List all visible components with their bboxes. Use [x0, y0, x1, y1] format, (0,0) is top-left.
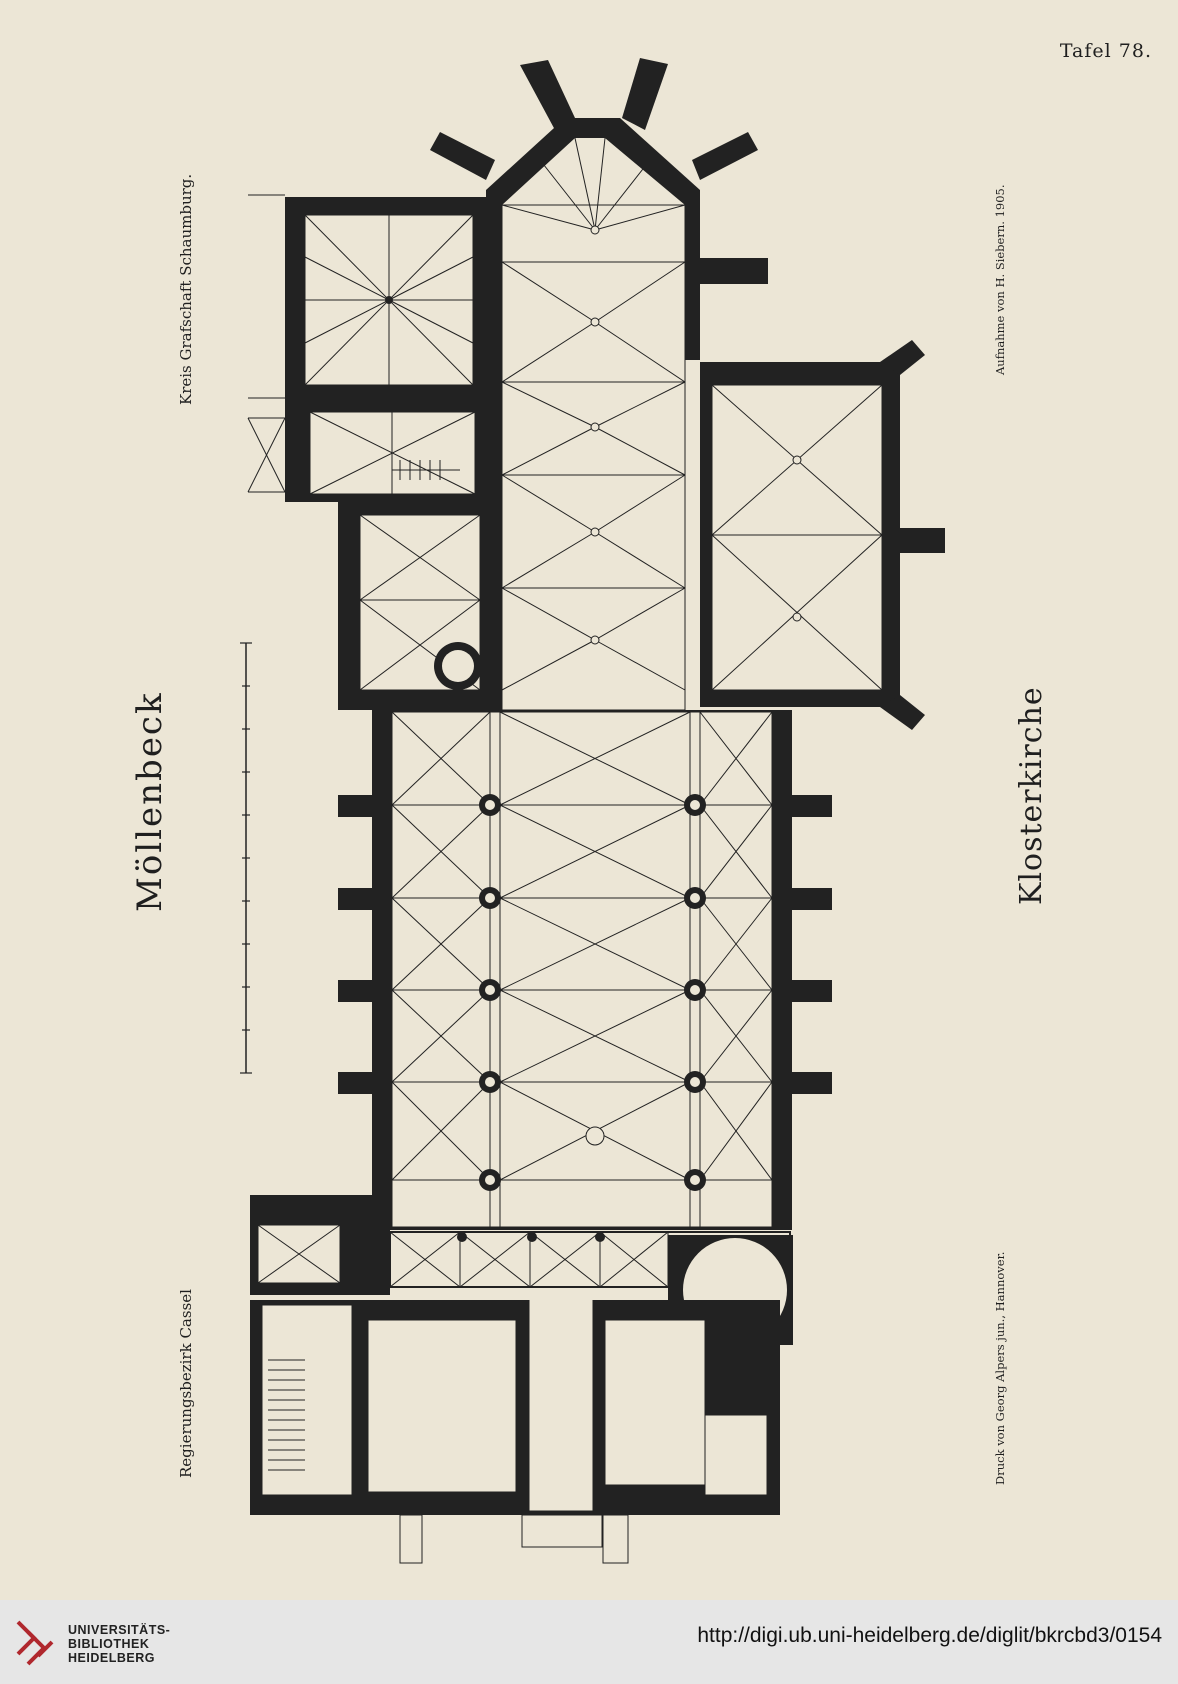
chancel — [430, 58, 768, 711]
west-front — [250, 1195, 793, 1564]
plate-page: Tafel 78. Möllenbeck Kreis Grafschaft Sc… — [130, 40, 1152, 1564]
library-line-3: HEIDELBERG — [68, 1651, 155, 1665]
permalink-url[interactable]: http://digi.ub.uni-heidelberg.de/diglit/… — [697, 1624, 1162, 1647]
plate-number: Tafel 78. — [1059, 40, 1152, 62]
nave — [338, 710, 832, 1230]
west-annex — [247, 194, 486, 710]
scale-bar — [240, 642, 252, 1074]
library-line-1: UNIVERSITÄTS- — [68, 1623, 171, 1637]
east-chapel — [700, 340, 945, 730]
library-logo-icon — [16, 1620, 54, 1666]
library-name: UNIVERSITÄTS- BIBLIOTHEK HEIDELBERG — [68, 1623, 170, 1665]
digitization-footer: UNIVERSITÄTS- BIBLIOTHEK HEIDELBERG http… — [0, 1600, 1178, 1684]
floor-plan — [240, 58, 945, 1564]
library-line-2: BIBLIOTHEK — [68, 1637, 150, 1651]
